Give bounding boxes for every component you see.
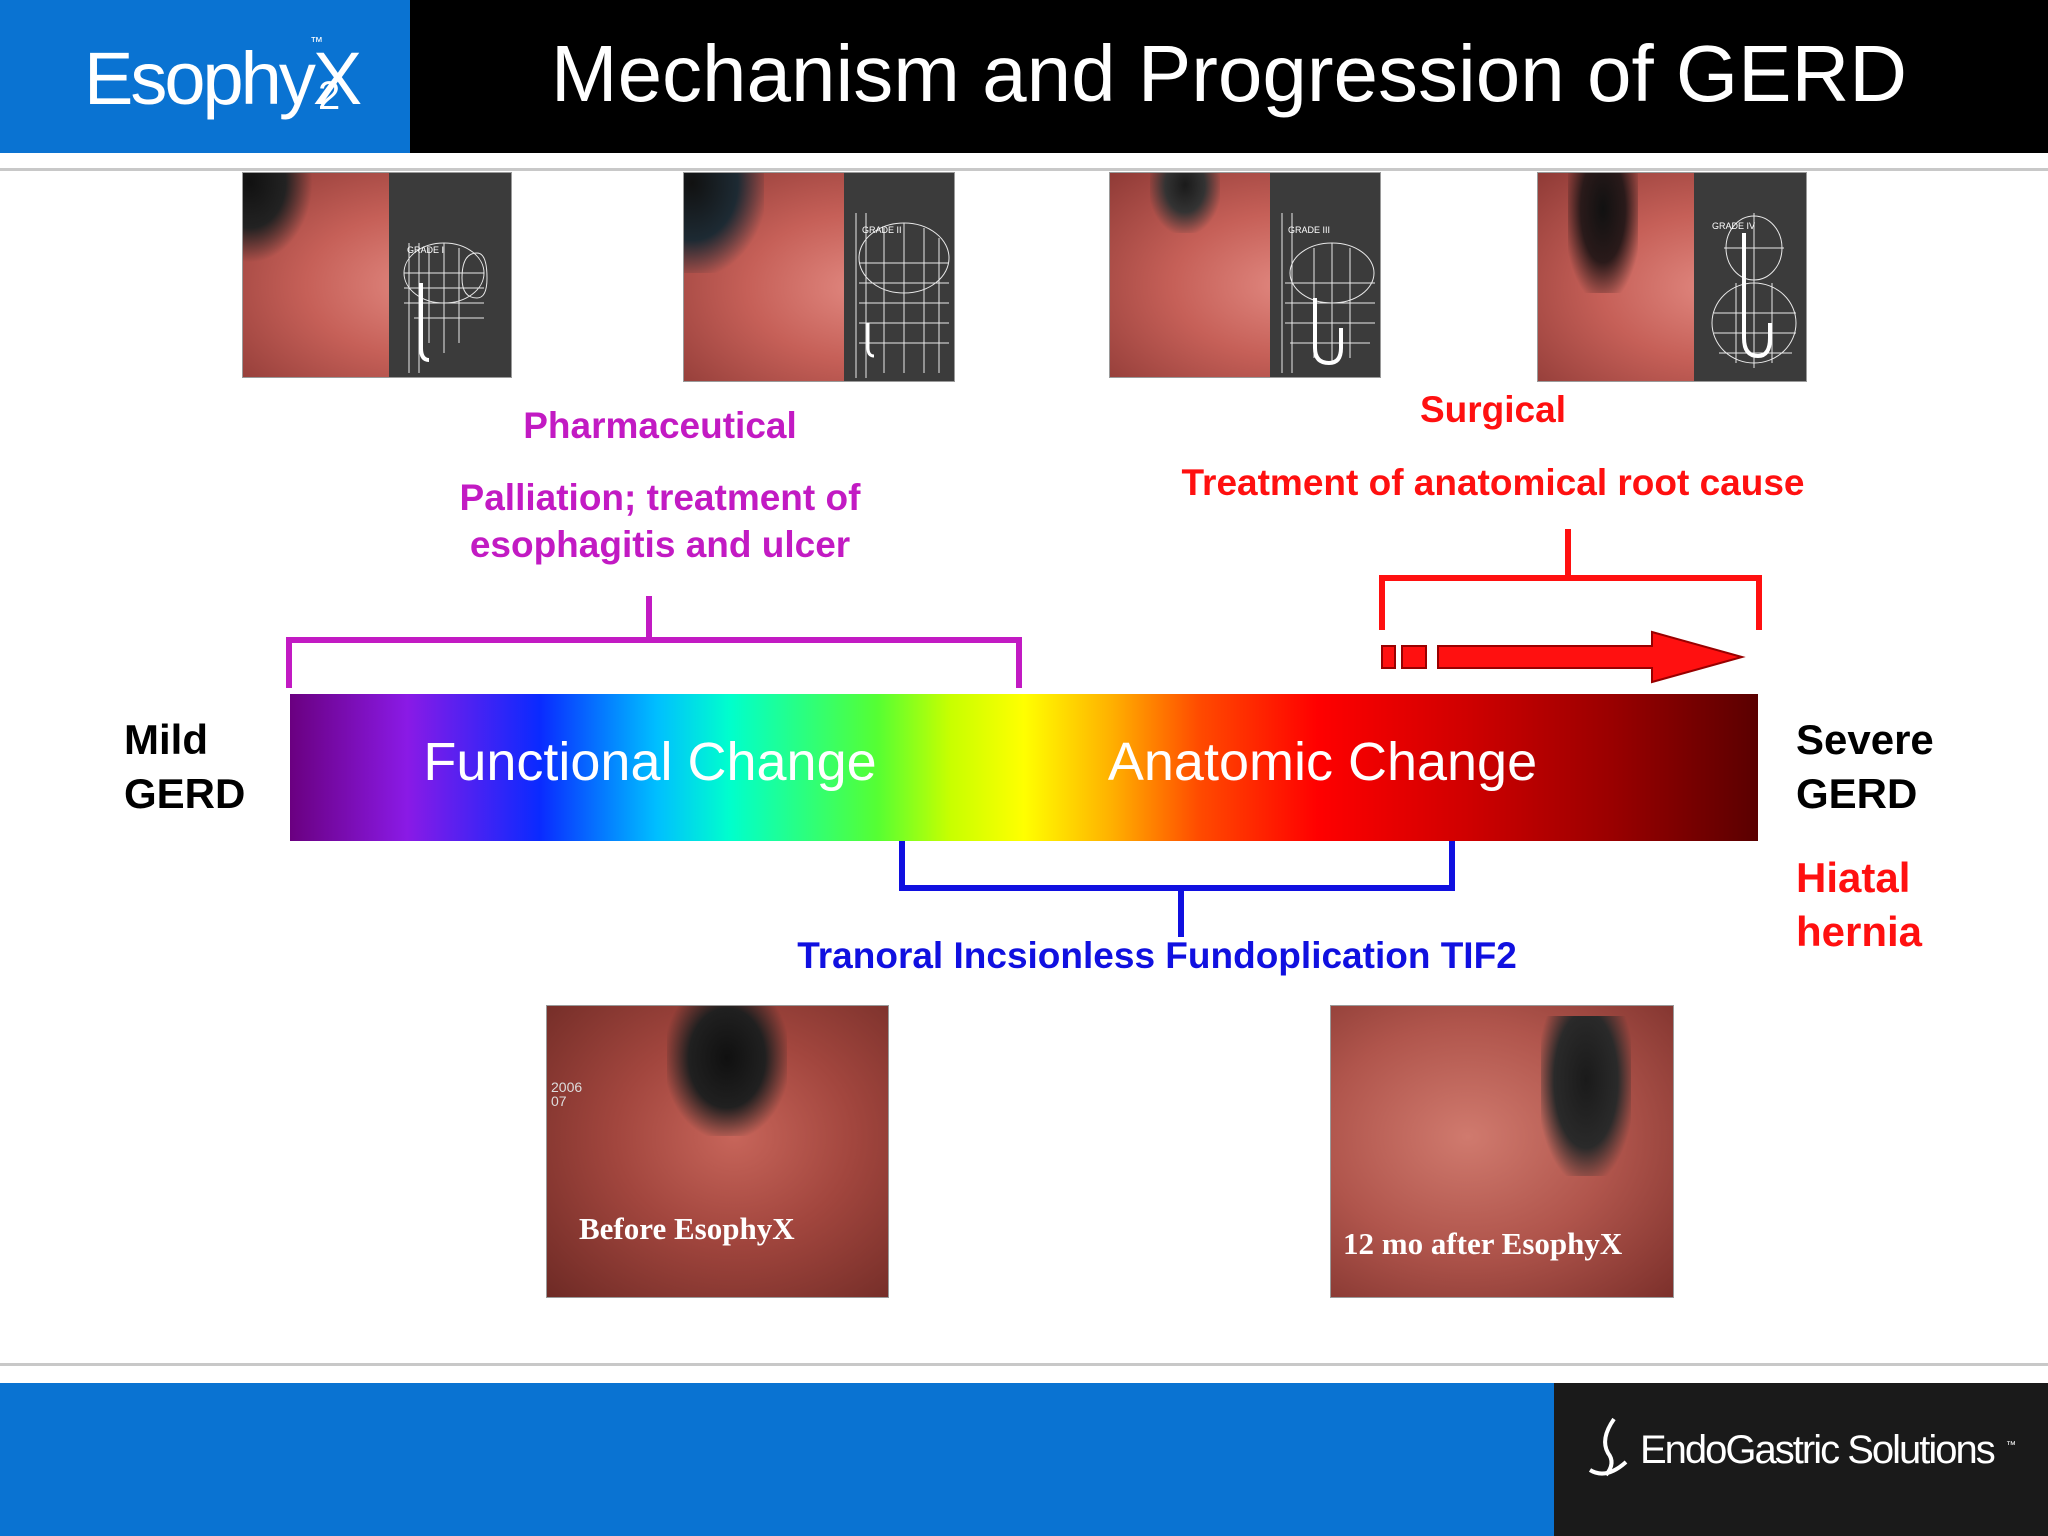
grade-diagram-icon: [1711, 213, 1797, 368]
severity-spectrum-bar: [290, 694, 1758, 841]
grade-1-image: GRADE I: [242, 172, 512, 378]
header-divider: [0, 168, 2048, 171]
grade-diagram: GRADE III: [1270, 173, 1380, 377]
slide-title: Mechanism and Progression of GERD: [550, 29, 1908, 118]
functional-change-label: Functional Change: [423, 732, 877, 792]
gerd-label-right: GERD: [1796, 770, 1918, 817]
hiatal-label: Hiatal: [1796, 854, 1911, 901]
tif-bracket: [899, 840, 1455, 937]
grade-4-image: GRADE IV: [1537, 172, 1807, 382]
after-esophyx-photo: 12 mo after EsophyX: [1330, 1005, 1674, 1298]
grade-label: GRADE III: [1288, 225, 1331, 235]
logo-subscript: 2: [318, 74, 341, 118]
tif-label: Tranoral Incsionless Fundoplication TIF2: [797, 935, 1517, 976]
pharmaceutical-heading: Pharmaceutical: [523, 405, 797, 446]
footer-band: [0, 1383, 1554, 1536]
photo-date-month: 07: [551, 1093, 567, 1109]
hernia-label: hernia: [1796, 908, 1923, 955]
gerd-label-left: GERD: [124, 770, 246, 817]
mild-label: Mild: [124, 716, 208, 763]
lumen-shadow: [243, 173, 313, 263]
logo-trademark: ™: [310, 34, 323, 49]
grade-diagram-icon: [1281, 213, 1375, 373]
pharmaceutical-bracket: [286, 596, 1022, 688]
endogastric-logo-icon: [1588, 1417, 1628, 1477]
grade-diagram: GRADE II: [844, 173, 954, 381]
grade-diagram: GRADE I: [389, 173, 511, 377]
grade-diagram-icon: [403, 242, 488, 373]
pharmaceutical-line1: Palliation; treatment of: [459, 477, 861, 518]
severe-label: Severe: [1796, 716, 1934, 763]
grade-label: GRADE II: [862, 225, 902, 235]
anatomic-change-label: Anatomic Change: [1107, 732, 1538, 792]
footer-divider: [0, 1363, 2048, 1366]
lumen-shadow: [1568, 173, 1638, 293]
endoscope-shadow: [667, 1006, 787, 1136]
after-caption: 12 mo after EsophyX: [1343, 1226, 1623, 1261]
grade-3-image: GRADE III: [1109, 172, 1381, 378]
lumen-shadow: [684, 173, 764, 273]
before-esophyx-photo: 2006 07 Before EsophyX: [546, 1005, 889, 1298]
hiatal-hernia-label: Hiatal hernia: [1796, 851, 1922, 959]
photo-date-year: 2006: [551, 1079, 583, 1095]
endogastric-solutions-logo: EndoGastric Solutions: [1640, 1428, 1996, 1472]
grade-label: GRADE IV: [1712, 221, 1756, 231]
endoscope-tip: [1541, 1016, 1631, 1176]
esophyx-logo: EsophyX: [84, 37, 362, 120]
surgical-bracket: [1379, 529, 1762, 630]
grade-2-image: GRADE II: [683, 172, 955, 382]
surgical-heading: Surgical: [1420, 389, 1566, 430]
grade-diagram: GRADE IV: [1694, 173, 1806, 381]
severe-gerd-label: Severe GERD: [1796, 713, 1934, 821]
mild-gerd-label: Mild GERD: [124, 713, 245, 821]
grade-label: GRADE I: [407, 245, 445, 255]
logo-area: [0, 0, 410, 153]
lumen-shadow: [1150, 173, 1220, 233]
footer-logo-area: [1554, 1383, 2048, 1536]
before-caption: Before EsophyX: [579, 1211, 795, 1246]
surgical-description: Treatment of anatomical root cause: [1181, 462, 1805, 503]
photo-date: 2006 07: [551, 1080, 582, 1108]
footer-trademark: ™: [2006, 1440, 2016, 1451]
pharmaceutical-line2: esophagitis and ulcer: [469, 524, 851, 565]
grade-diagram-icon: [855, 213, 950, 378]
progression-arrow-icon: [1381, 630, 1746, 684]
title-bar: [410, 0, 2048, 153]
